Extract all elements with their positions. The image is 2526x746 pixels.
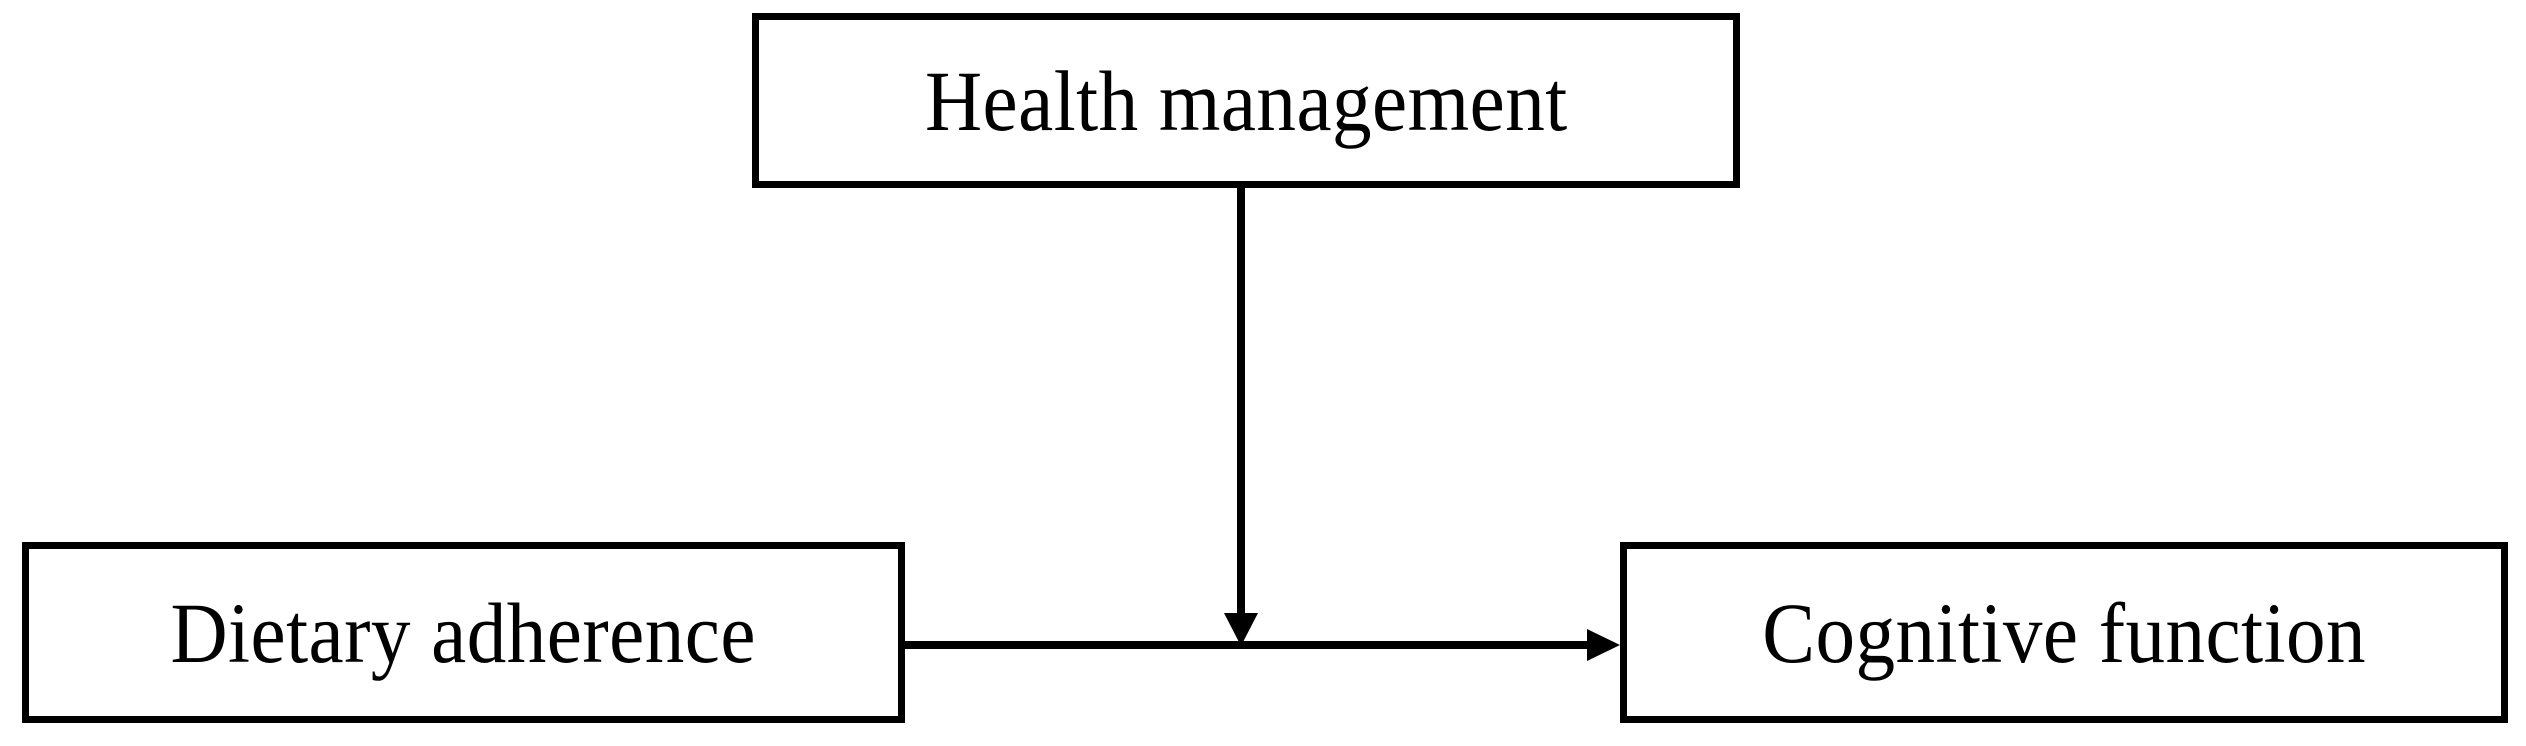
arrowhead-down-icon — [1224, 613, 1258, 646]
node-box-predictor[interactable]: Dietary adherence — [22, 542, 905, 723]
node-label-predictor: Dietary adherence — [170, 584, 757, 681]
node-box-moderator[interactable]: Health management — [752, 13, 1740, 188]
node-label-outcome: Cognitive function — [1762, 584, 2366, 681]
arrowhead-right-icon — [1587, 629, 1620, 661]
node-label-moderator: Health management — [924, 52, 1568, 149]
edge-line-moderation-path — [1237, 185, 1245, 617]
node-box-outcome[interactable]: Cognitive function — [1620, 542, 2508, 723]
